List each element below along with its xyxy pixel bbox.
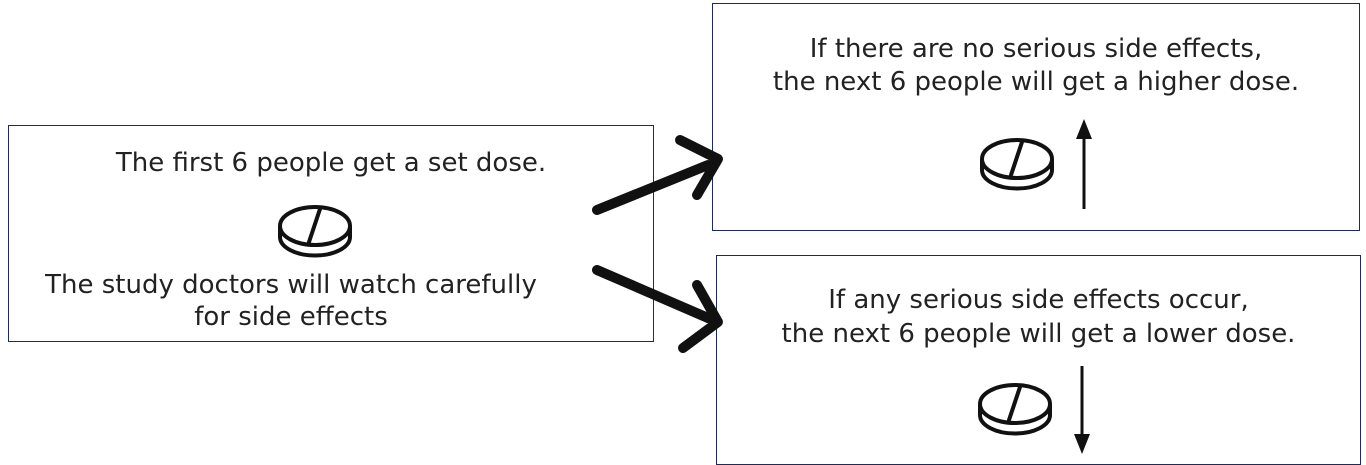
lower-line2: the next 6 people will get a lower dose. (781, 319, 1296, 349)
start-box: The first 6 people get a set dose. The s… (8, 125, 654, 342)
start-note-line2: for side effects (194, 302, 388, 332)
pill-icon (978, 383, 1052, 436)
start-title: The first 6 people get a set dose. (115, 148, 547, 178)
lower-line1: If any serious side effects occur, (828, 285, 1249, 315)
higher-line1: If there are no serious side effects, (809, 34, 1263, 64)
arrow-up-icon (1076, 119, 1092, 209)
pill-icon (278, 205, 352, 258)
higher-line2: the next 6 people will get a higher dose… (772, 67, 1300, 97)
arrow-down-icon (1074, 366, 1090, 454)
lower-dose-box: If any serious side effects occur, the n… (716, 255, 1361, 465)
start-note-line1: The study doctors will watch carefully (45, 270, 537, 300)
pill-icon (980, 138, 1054, 191)
higher-dose-box: If there are no serious side effects, th… (712, 3, 1360, 231)
